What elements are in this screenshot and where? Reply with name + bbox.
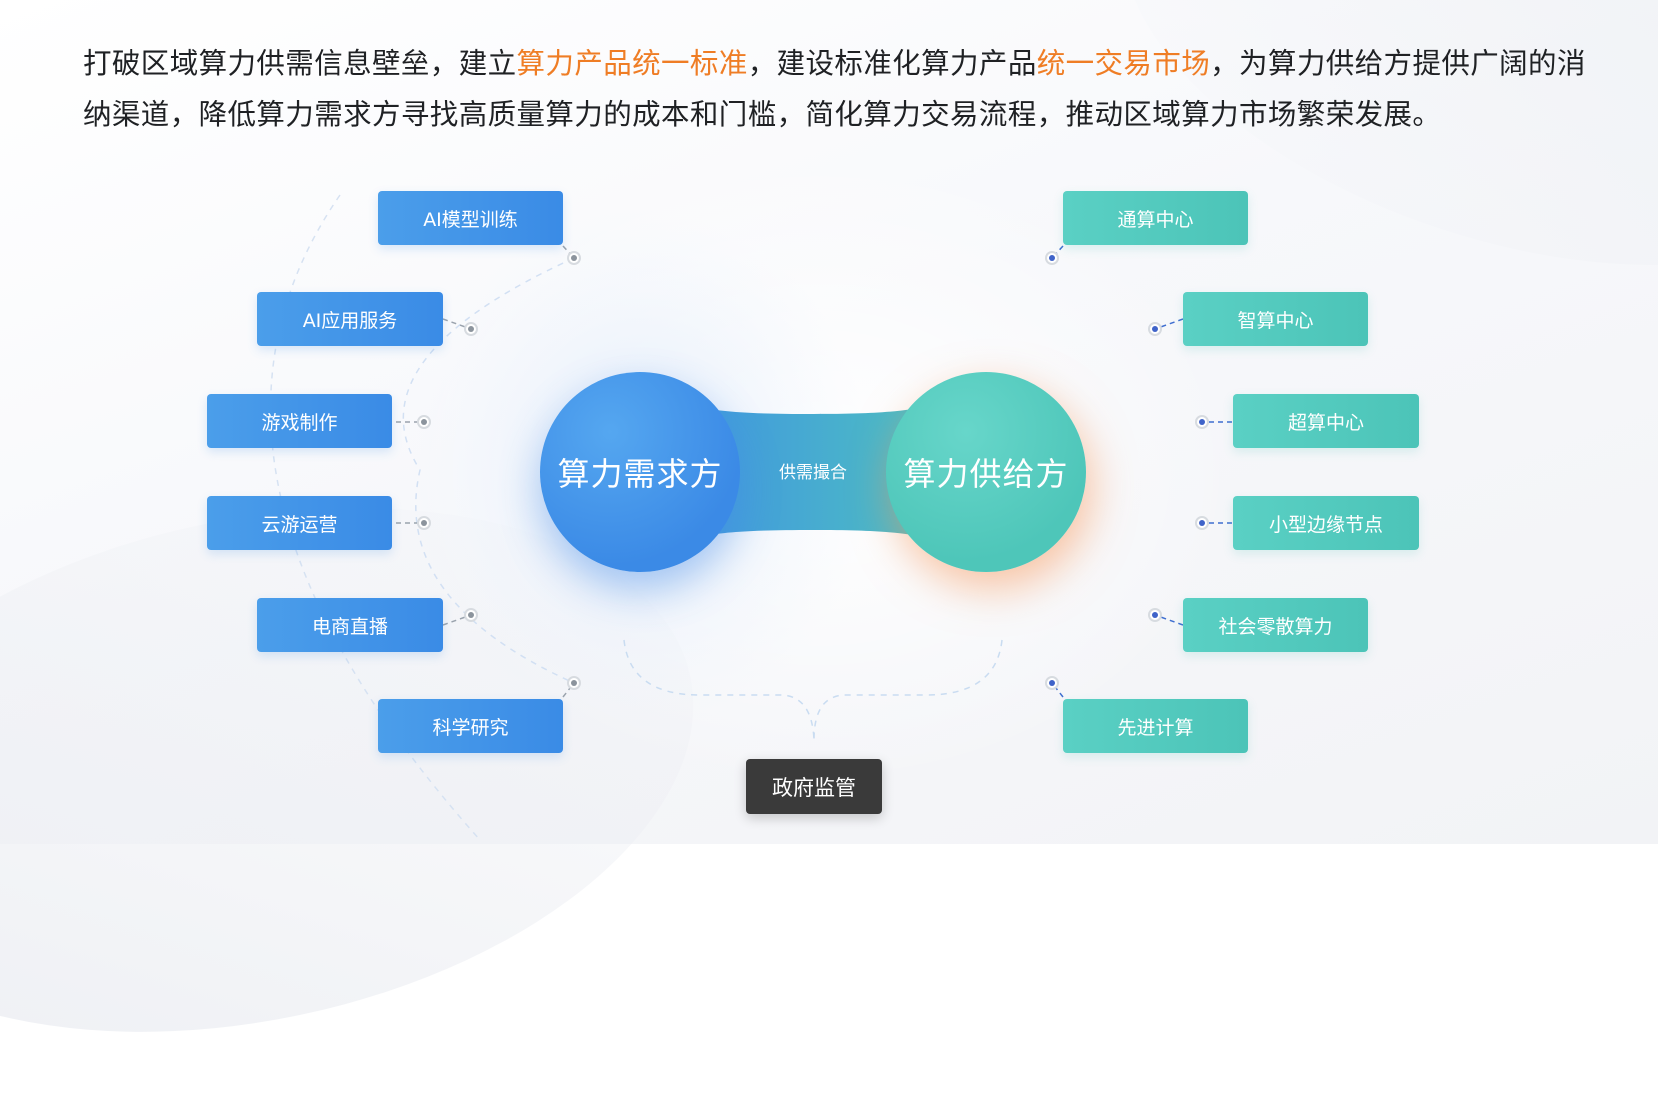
supply-node-advanced-computing[interactable]: 先进计算 [1063, 699, 1248, 753]
supply-node-label: 超算中心 [1287, 411, 1364, 434]
supply-node-label: 智算中心 [1237, 309, 1314, 332]
demand-node-label: 电商直播 [311, 615, 388, 638]
supply-node-label: 通算中心 [1117, 208, 1194, 231]
supply-node-scattered-social-computing[interactable]: 社会零散算力 [1183, 598, 1368, 652]
regulation-curve-left [623, 639, 815, 741]
supply-node-label: 社会零散算力 [1218, 615, 1333, 638]
supply-node-label: 小型边缘节点 [1268, 513, 1383, 536]
demand-node-label: 云游运营 [261, 513, 338, 536]
supply-connector-dots [1045, 251, 1209, 690]
regulation-curve-right [813, 639, 1003, 741]
demand-node-ecommerce-live[interactable]: 电商直播 [257, 598, 443, 652]
demand-node-cloud-game-ops[interactable]: 云游运营 [207, 496, 392, 550]
headline-part-3: ，为算力供给方提供广阔的消纳渠道，降低算力需求方寻找高质量算力的成本和门槛，简化… [83, 47, 1586, 131]
demand-node-label: 科学研究 [432, 716, 509, 739]
demand-node-game-production[interactable]: 游戏制作 [207, 394, 392, 448]
government-regulation-label: 政府监管 [772, 775, 856, 800]
demand-connector-dots [417, 251, 581, 690]
supply-side-label: 算力供给方 [903, 455, 1069, 493]
supply-node-label: 先进计算 [1117, 716, 1194, 739]
demand-node-scientific-research[interactable]: 科学研究 [378, 699, 563, 753]
supply-node-supercomputing-center[interactable]: 超算中心 [1233, 394, 1419, 448]
supply-node-small-edge-node[interactable]: 小型边缘节点 [1233, 496, 1419, 550]
headline-part-1: 打破区域算力供需信息壁垒，建立 [83, 47, 517, 80]
headline-text: 打破区域算力供需信息壁垒，建立算力产品统一标准，建设标准化算力产品统一交易市场，… [83, 38, 1593, 140]
demand-side-circle[interactable]: 算力需求方 [540, 372, 740, 572]
supply-node-intelligent-computing-center[interactable]: 智算中心 [1183, 292, 1368, 346]
demand-side-label: 算力需求方 [557, 455, 723, 493]
supply-node-general-computing-center[interactable]: 通算中心 [1063, 191, 1248, 245]
demand-node-label: 游戏制作 [261, 411, 338, 434]
headline-highlight-unified-standard: 算力产品统一标准 [516, 47, 748, 80]
demand-node-ai-app-service[interactable]: AI应用服务 [257, 292, 443, 346]
outer-arc-left [269, 194, 481, 841]
supply-side-circle[interactable]: 算力供给方 [886, 372, 1086, 572]
demand-node-label: AI应用服务 [302, 309, 398, 332]
demand-node-ai-model-training[interactable]: AI模型训练 [378, 191, 563, 245]
headline-part-2: ，建设标准化算力产品 [747, 47, 1037, 80]
inner-arc-left [402, 257, 575, 684]
headline-highlight-unified-market: 统一交易市场 [1036, 47, 1211, 80]
matching-label: 供需撮合 [779, 463, 847, 483]
demand-node-label: AI模型训练 [423, 208, 518, 231]
government-regulation-box[interactable]: 政府监管 [746, 759, 882, 814]
